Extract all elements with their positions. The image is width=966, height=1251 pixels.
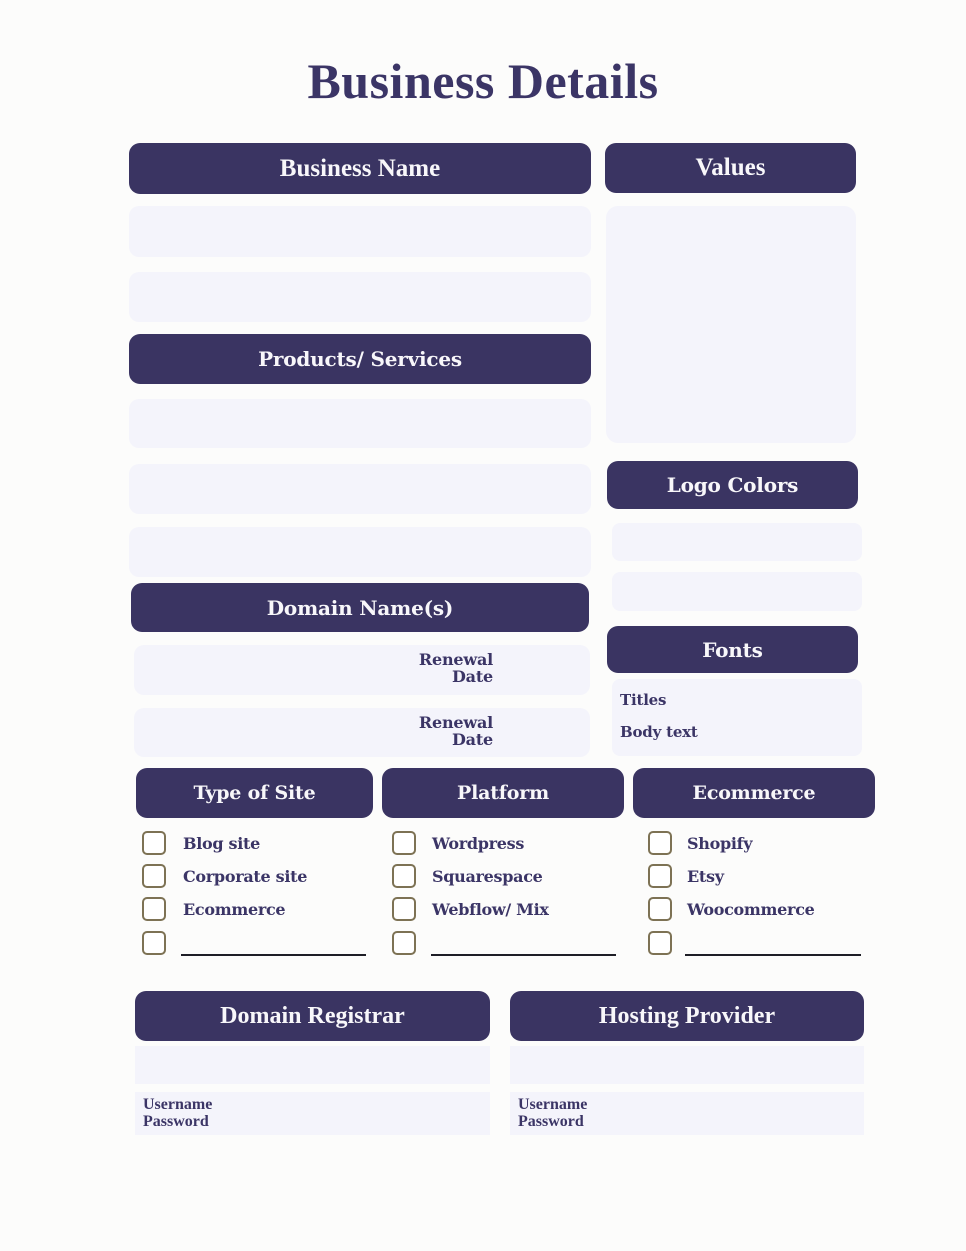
fonts-titles-label: Titles: [620, 691, 667, 709]
renewal-date-label-2: Renewal Date: [418, 713, 493, 749]
checkbox-webflow-mix[interactable]: [392, 897, 416, 921]
checkbox-ecommerce-other[interactable]: [648, 931, 672, 955]
section-header-platform: Platform: [382, 768, 624, 818]
products-services-field-2[interactable]: [129, 464, 591, 514]
section-header-logo-colors: Logo Colors: [607, 461, 858, 509]
section-header-business-name: Business Name: [129, 143, 591, 194]
page-title: Business Details: [307, 53, 659, 109]
section-header-ecommerce: Ecommerce: [633, 768, 875, 818]
values-box[interactable]: [606, 206, 856, 443]
section-header-domain-names: Domain Name(s): [131, 583, 589, 632]
option-label-etsy: Etsy: [687, 866, 724, 886]
checkbox-squarespace[interactable]: [392, 864, 416, 888]
platform-other-writein-line[interactable]: [431, 954, 616, 956]
option-label-woocommerce: Woocommerce: [687, 899, 815, 919]
domain-registrar-field[interactable]: [135, 1046, 490, 1084]
hosting-provider-credentials-label: Username Password: [518, 1096, 588, 1130]
option-label-shopify: Shopify: [687, 833, 753, 853]
hosting-provider-field[interactable]: [510, 1046, 864, 1084]
checkbox-platform-other[interactable]: [392, 931, 416, 955]
section-header-domain-registrar: Domain Registrar: [135, 991, 490, 1041]
products-services-field-1[interactable]: [129, 399, 591, 448]
type-of-site-other-writein-line[interactable]: [181, 954, 366, 956]
option-label-squarespace: Squarespace: [432, 866, 543, 886]
domain-name-field-2[interactable]: [134, 708, 590, 757]
business-name-field-1[interactable]: [129, 206, 591, 257]
option-label-blog-site: Blog site: [183, 833, 260, 853]
products-services-field-3[interactable]: [129, 527, 591, 577]
option-label-wordpress: Wordpress: [432, 833, 525, 853]
checkbox-woocommerce[interactable]: [648, 897, 672, 921]
hosting-provider-credentials-box[interactable]: [510, 1092, 864, 1135]
checkbox-wordpress[interactable]: [392, 831, 416, 855]
checkbox-corporate-site[interactable]: [142, 864, 166, 888]
business-name-field-2[interactable]: [129, 272, 591, 322]
logo-colors-field-1[interactable]: [612, 523, 862, 561]
option-label-webflow-mix: Webflow/ Mix: [432, 899, 549, 919]
option-label-ecommerce-site: Ecommerce: [183, 899, 286, 919]
option-label-corporate-site: Corporate site: [183, 866, 308, 886]
checkbox-shopify[interactable]: [648, 831, 672, 855]
section-header-fonts: Fonts: [607, 626, 858, 673]
checkbox-blog-site[interactable]: [142, 831, 166, 855]
fonts-body-text-label: Body text: [620, 723, 698, 741]
renewal-date-label-1: Renewal Date: [418, 650, 493, 686]
section-header-type-of-site: Type of Site: [136, 768, 373, 818]
checkbox-ecommerce-site[interactable]: [142, 897, 166, 921]
section-header-hosting-provider: Hosting Provider: [510, 991, 864, 1041]
checkbox-etsy[interactable]: [648, 864, 672, 888]
domain-registrar-credentials-label: Username Password: [143, 1096, 213, 1130]
domain-name-field-1[interactable]: [134, 645, 590, 695]
section-header-products-services: Products/ Services: [129, 334, 591, 384]
ecommerce-other-writein-line[interactable]: [685, 954, 861, 956]
domain-registrar-credentials-box[interactable]: [135, 1092, 490, 1135]
logo-colors-field-2[interactable]: [612, 572, 862, 611]
section-header-values: Values: [605, 143, 856, 193]
checkbox-type-of-site-other[interactable]: [142, 931, 166, 955]
fonts-box[interactable]: [612, 679, 862, 756]
